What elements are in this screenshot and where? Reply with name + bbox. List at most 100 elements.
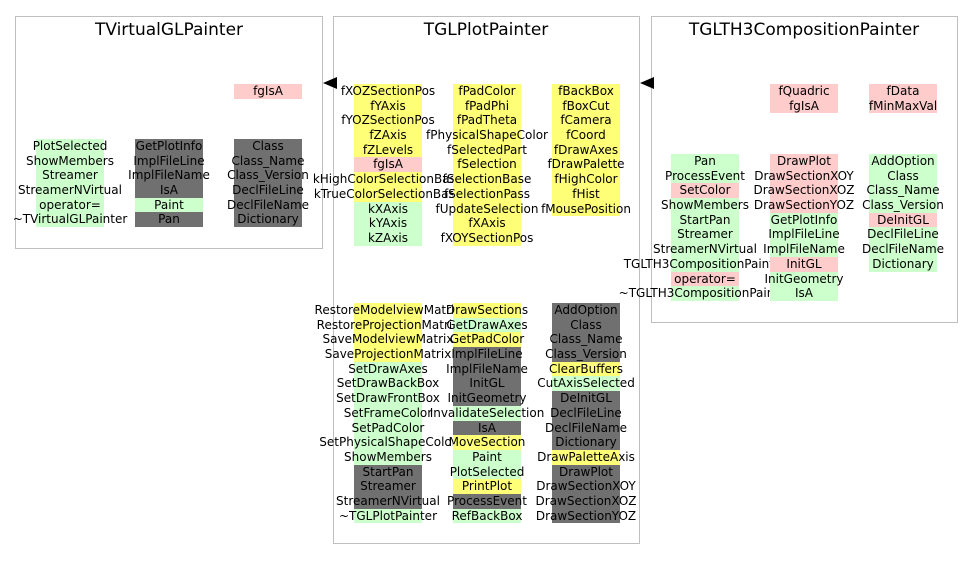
member-label: fXOZSectionPos: [340, 84, 436, 98]
member-item: DeclFileName: [862, 242, 944, 257]
member-label: SaveProjectionMatrix: [324, 347, 452, 362]
member-label: InvalidateSelection: [429, 405, 545, 420]
member-item: ImplFileLine: [451, 347, 523, 362]
member-label: Class: [887, 168, 919, 183]
member-item: fMousePosition: [541, 201, 631, 217]
member-label: GetPadColor: [449, 332, 525, 347]
member-item: DeclFileLine: [550, 405, 622, 421]
member-item: DrawSectionXOZ: [753, 183, 855, 199]
member-label: IsA: [478, 420, 496, 435]
member-item: fPhysicalShapeColor: [426, 128, 548, 143]
member-label: operator=: [39, 197, 101, 212]
member-item: ShowMembers: [26, 153, 114, 169]
member-item: fMinMaxVal: [868, 98, 938, 114]
member-label: fQuadric: [778, 84, 830, 98]
member-item: operator=: [671, 271, 739, 287]
member-label: DrawPaletteAxis: [537, 449, 635, 464]
member-item: kXAxis: [354, 201, 422, 217]
member-label: ProcessEvent: [447, 493, 527, 508]
member-item: fDrawAxes: [552, 142, 620, 158]
member-label: ProcessEvent: [665, 168, 745, 183]
member-item: SetColor: [671, 183, 739, 199]
member-label: GetDrawAxes: [446, 317, 528, 332]
member-item: Class: [552, 317, 620, 333]
member-label: PlotSelected: [32, 139, 108, 153]
member-label: fData: [886, 84, 920, 98]
member-label: ImplFileLine: [133, 153, 205, 168]
member-item: ProcessEvent: [665, 168, 745, 184]
member-item: fZLevels: [354, 142, 422, 158]
member-label: IsA: [160, 183, 178, 198]
member-item: SetDrawFrontBox: [336, 391, 440, 406]
member-item: StartPan: [671, 212, 739, 228]
member-item: Paint: [453, 449, 521, 465]
member-label: fgIsA: [373, 157, 403, 172]
member-item: SetDrawBackBox: [337, 376, 439, 392]
member-label: kHighColorSelectionBase: [312, 172, 464, 187]
member-item: DrawPaletteAxis: [537, 449, 635, 465]
member-label: DeclFileLine: [232, 183, 304, 198]
member-label: fYOZSectionPos: [341, 113, 435, 128]
member-label: fHighColor: [554, 172, 618, 187]
member-label: fMinMaxVal: [868, 98, 938, 113]
member-item: fHighColor: [552, 172, 620, 187]
member-label: Class_Name: [231, 153, 305, 168]
member-label: kXAxis: [367, 201, 409, 216]
member-label: StreamerNVirtual: [653, 242, 757, 257]
member-item: SetFrameColor: [344, 405, 432, 421]
member-item: fCamera: [552, 113, 620, 129]
member-item: ShowMembers: [344, 449, 432, 465]
member-label: ImplFileLine: [451, 347, 523, 362]
member-item: fSelection: [453, 157, 521, 173]
member-item: fBoxCut: [552, 98, 620, 114]
member-item: fUpdateSelection: [436, 201, 539, 217]
member-item: Class_Name: [867, 183, 940, 199]
member-label: ~TGLPlotPainter: [339, 508, 437, 523]
member-label: AddOption: [871, 154, 935, 168]
member-item: Pan: [135, 212, 203, 228]
member-label: fPadPhi: [464, 98, 510, 113]
member-item: PrintPlot: [453, 479, 521, 494]
member-item: kZAxis: [354, 230, 422, 246]
member-item: DrawSectionXOY: [754, 168, 854, 184]
member-label: fSelectionPass: [443, 186, 531, 201]
member-item: StartPan: [354, 464, 422, 480]
member-label: CutAxisSelected: [537, 376, 635, 391]
member-item: SaveModelviewMatrix: [323, 332, 453, 348]
member-label: DeclFileLine: [550, 405, 622, 420]
member-label: Paint: [472, 449, 502, 464]
member-item: StreamerNVirtual: [18, 183, 122, 198]
member-label: ShowMembers: [344, 449, 432, 464]
member-label: DrawSectionXOZ: [535, 493, 637, 508]
member-label: TGLTH3CompositionPainter: [623, 256, 787, 271]
member-label: Dictionary: [872, 256, 934, 271]
member-label: Class_Name: [549, 332, 623, 347]
class-title-tglth3compositionpainter: TGLTH3CompositionPainter: [688, 20, 920, 40]
member-item: fXOYSectionPos: [441, 230, 533, 246]
member-label: ClearBuffers: [548, 361, 624, 376]
member-label: fPadTheta: [456, 113, 518, 128]
member-label: Pan: [158, 212, 180, 227]
member-label: PrintPlot: [461, 479, 513, 494]
member-label: GetPlotInfo: [770, 212, 838, 227]
member-item: InitGL: [770, 256, 838, 272]
member-label: SetDrawAxes: [348, 361, 428, 376]
member-item: IsA: [770, 286, 838, 301]
member-label: ~TVirtualGLPainter: [12, 212, 128, 227]
member-item: kYAxis: [354, 216, 422, 231]
member-item: PlotSelected: [33, 139, 107, 154]
member-item: ImplFileLine: [133, 153, 205, 169]
member-item: CutAxisSelected: [537, 376, 635, 392]
member-item: InitGeometry: [764, 271, 844, 287]
member-label: fBoxCut: [562, 98, 610, 113]
member-label: RefBackBox: [451, 508, 523, 523]
member-item: StreamerNVirtual: [653, 242, 757, 257]
member-item: Dictionary: [869, 256, 937, 272]
member-label: ShowMembers: [661, 198, 749, 213]
member-item: Pan: [671, 154, 739, 169]
